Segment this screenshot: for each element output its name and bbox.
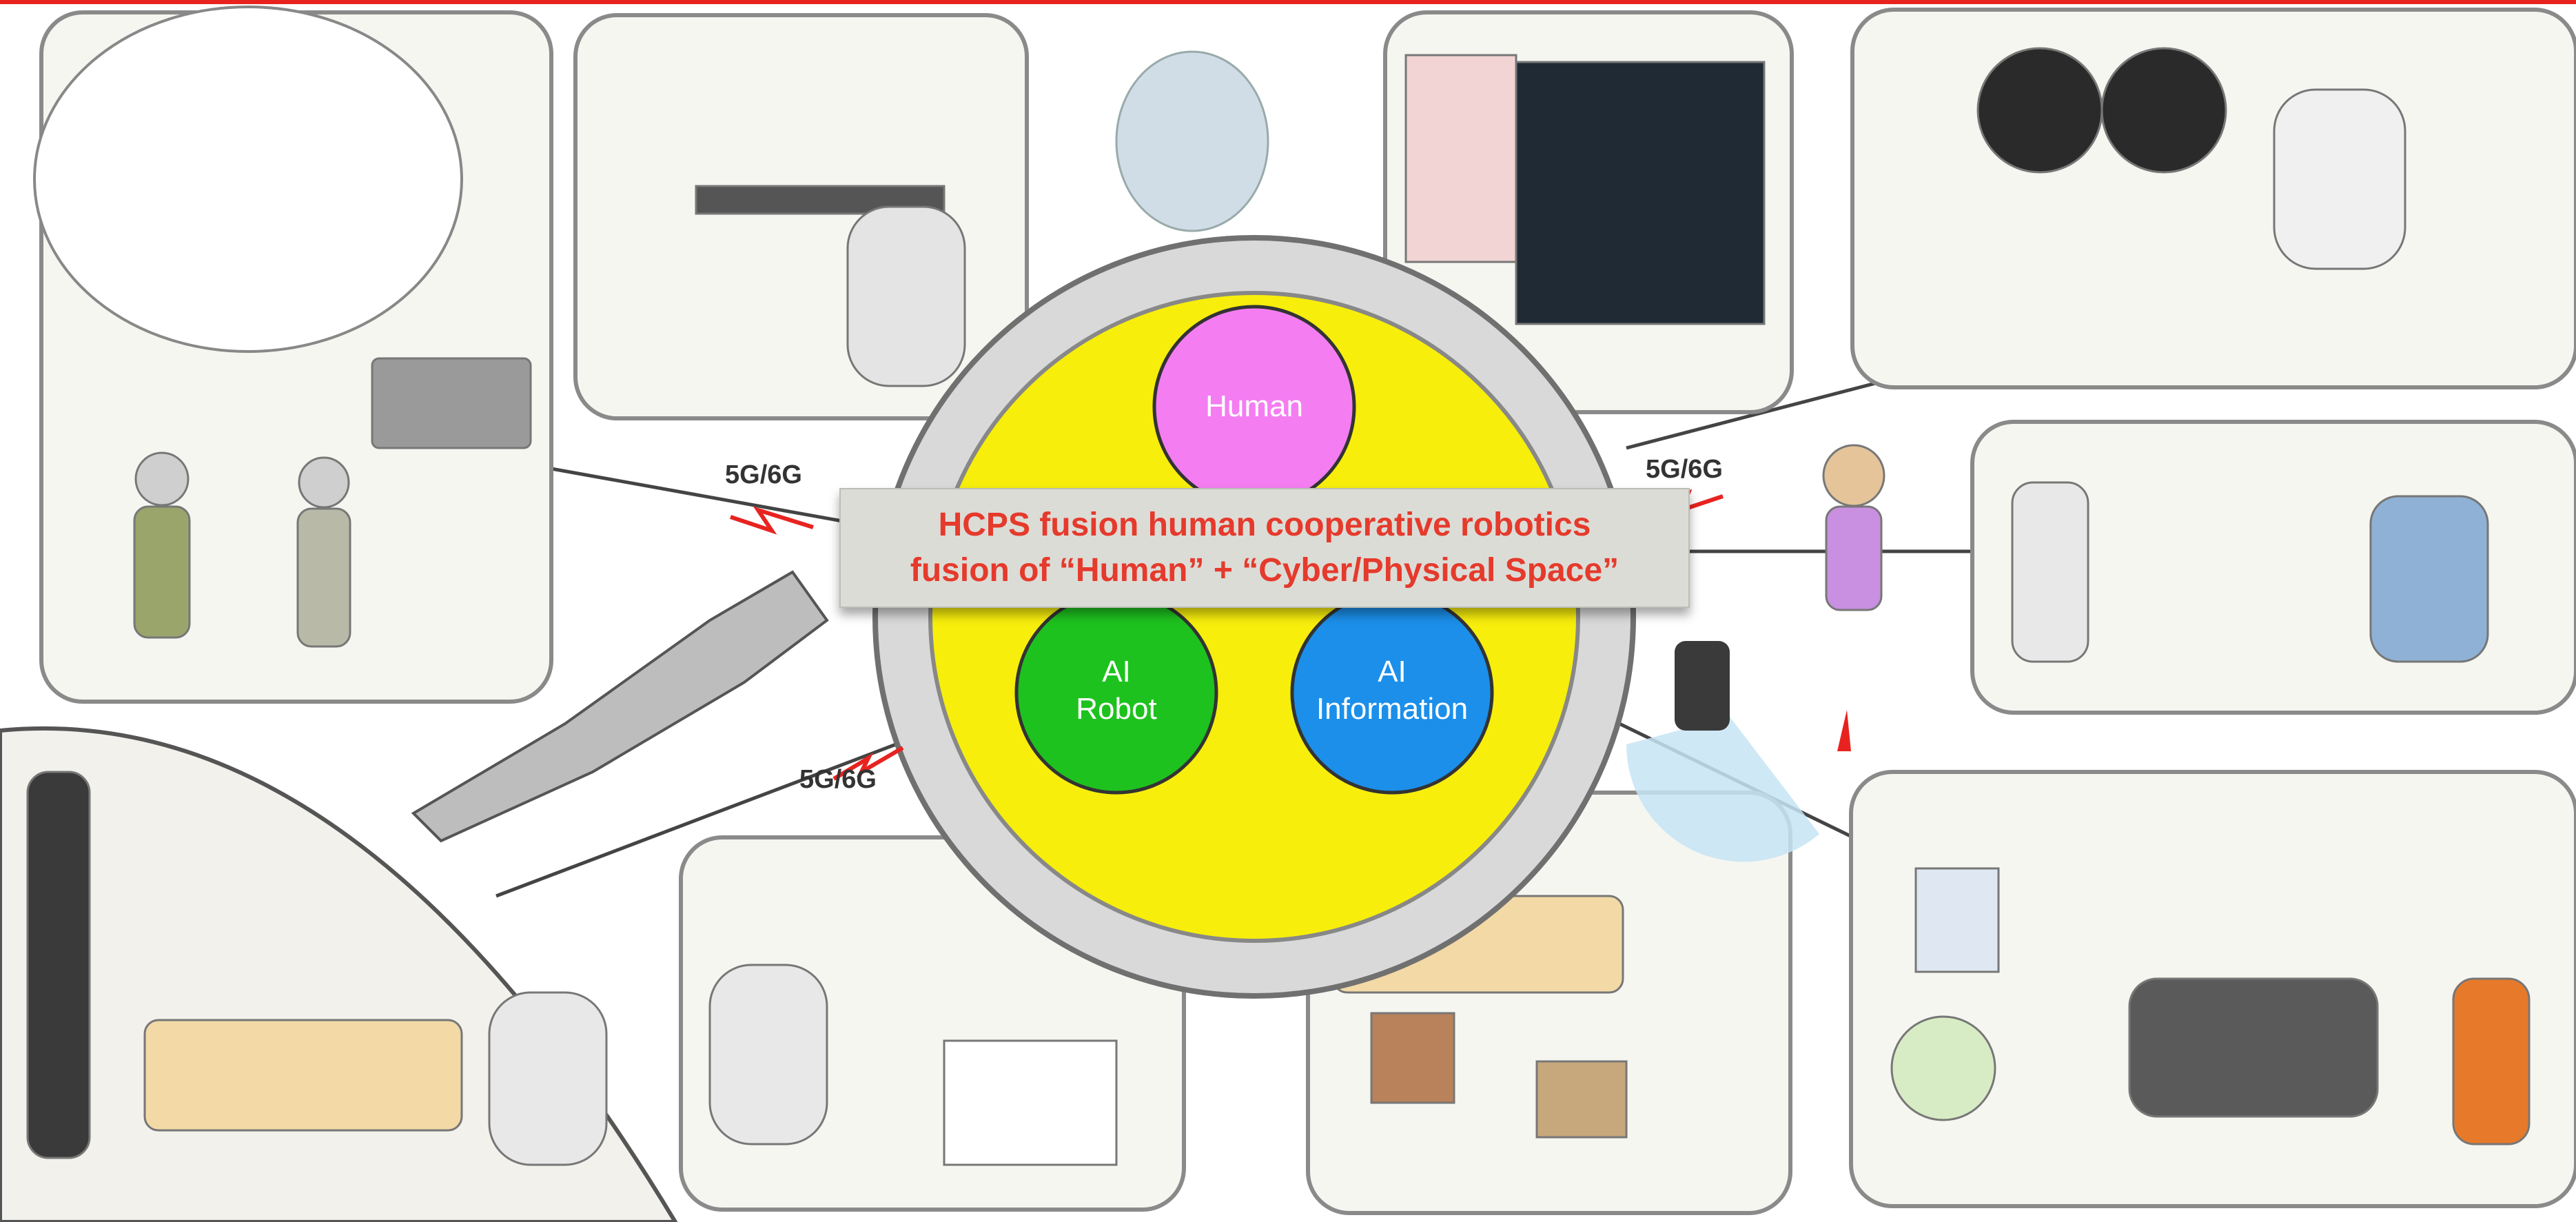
robot-figure (488, 991, 608, 1166)
monitor-chart (943, 1039, 1118, 1166)
field-badge (1890, 1015, 1996, 1121)
alert-icon (1837, 710, 1851, 751)
ai-information-label-line2: Information (1316, 692, 1469, 726)
robot-figure (2273, 88, 2406, 270)
wheelchair-user (1675, 641, 1730, 731)
person-figure (298, 456, 350, 509)
ai-robot-label-line1: AI (1102, 655, 1131, 689)
person-figure (296, 507, 351, 648)
device-box (371, 357, 532, 449)
human-label: Human (1205, 389, 1303, 423)
server-rack (1515, 61, 1766, 325)
robotic-arm (411, 570, 829, 843)
robot-figure (846, 205, 966, 387)
connector-line (551, 467, 897, 533)
top-accent-bar (0, 0, 2576, 4)
grocery-bag (1370, 1012, 1455, 1104)
connector-line (495, 742, 897, 898)
ai-robot-label-line2: Robot (1076, 692, 1157, 726)
exoskeleton-figure (26, 771, 91, 1159)
ai-information-label-line1: AI (1378, 655, 1407, 689)
hcps-banner: HCPS fusion human cooperative robotics f… (839, 488, 1690, 608)
glove-icon (1976, 47, 2103, 174)
head-scan (1115, 50, 1269, 232)
rover-vehicle (2128, 977, 2379, 1118)
wireless-arrow-icon (832, 746, 904, 781)
monitor-screen (1914, 867, 2000, 973)
runner-figure (1822, 444, 1885, 507)
worker-figure (2452, 977, 2531, 1145)
person-figure (2369, 495, 2489, 663)
network-label-left-upper: 5G/6G (725, 460, 802, 489)
box-shape (1535, 1060, 1628, 1139)
network-label-left-lower: 5G/6G (799, 765, 877, 794)
robot-figure (2011, 481, 2089, 663)
sensor-field (1626, 717, 1819, 862)
person-figure (134, 451, 190, 507)
network-label-right-upper: 5G/6G (1646, 455, 1723, 484)
bed-shape (143, 1019, 463, 1132)
wireless-arrow-icon (730, 506, 814, 535)
callout-bubble (33, 6, 463, 353)
robot-figure (708, 964, 828, 1145)
banner-subtitle: fusion of “Human” + “Cyber/Physical Spac… (910, 552, 1619, 589)
panel-telemedicine (1850, 8, 2576, 389)
data-table (1404, 54, 1517, 263)
ai-robot-label: AI Robot (1034, 653, 1199, 728)
person-figure (133, 505, 191, 639)
ai-information-label: AI Information (1296, 653, 1489, 728)
glove-icon (2100, 47, 2227, 174)
runner-figure (1825, 505, 1883, 611)
banner-title: HCPS fusion human cooperative robotics (938, 507, 1591, 543)
